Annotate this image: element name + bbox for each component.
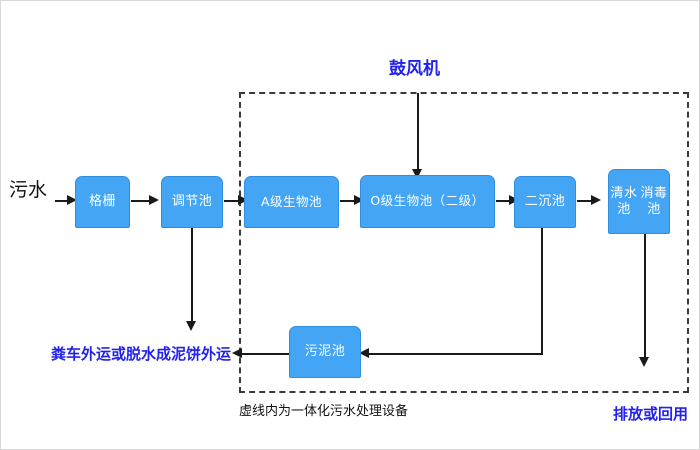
edge-regulating-disposal-line: [191, 228, 193, 326]
node-grating[interactable]: 格栅: [75, 176, 130, 228]
edge-sludge-disposal-arrowhead: [232, 348, 242, 358]
edge-regulating-astage-arrowhead: [238, 195, 248, 205]
edge-influent-grating-arrowhead: [67, 195, 77, 205]
edge-grating-regulating-line: [131, 200, 151, 202]
edge-secondary-sludge-arrowhead: [359, 348, 369, 358]
node-o-stage-bioreactor[interactable]: O级生物池（二级）: [360, 175, 495, 228]
edge-clearwater-outlet-line: [644, 234, 646, 362]
edge-secondary-sludge-hline: [369, 353, 543, 355]
edge-regulating-astage-line: [224, 200, 242, 202]
node-regulating-tank[interactable]: 调节池: [161, 176, 223, 228]
node-a-stage-bioreactor[interactable]: A级生物池: [244, 176, 339, 228]
edge-regulating-disposal-arrowhead: [186, 321, 196, 331]
sludge-disposal-label: 粪车外运或脱水成泥饼外运: [51, 345, 232, 363]
edge-secondary-sludge-vline: [541, 228, 543, 355]
node-clearwater-disinfection-tank[interactable]: 清水池 消毒池: [608, 169, 670, 234]
blower-label: 鼓风机: [389, 59, 440, 79]
outlet-label: 排放或回用: [613, 405, 689, 423]
edge-influent-grating-line: [55, 200, 69, 202]
clearwater-label-line1: 清水池: [610, 186, 638, 217]
edge-astage-ostage-line: [340, 200, 358, 202]
edge-clearwater-outlet-arrowhead: [639, 357, 649, 367]
blower-connector-line: [417, 93, 419, 176]
edge-secondary-clearwater-arrowhead: [591, 195, 601, 205]
edge-secondary-clearwater-line: [577, 200, 595, 202]
dashed-box-caption: 虚线内为一体化污水处理设备: [239, 404, 409, 419]
edge-grating-regulating-arrowhead: [149, 195, 159, 205]
edge-ostage-secondary-line: [496, 200, 512, 202]
clearwater-label-line2: 消毒池: [640, 186, 668, 217]
edge-astage-ostage-arrowhead: [354, 195, 364, 205]
edge-sludge-disposal-line: [241, 353, 291, 355]
node-sludge-pond[interactable]: 污泥池: [289, 326, 361, 378]
integrated-equipment-boundary: [239, 92, 689, 393]
influent-label: 污水: [9, 179, 48, 201]
node-secondary-clarifier[interactable]: 二沉池: [514, 176, 576, 228]
blower-connector-arrowhead: [412, 169, 422, 179]
